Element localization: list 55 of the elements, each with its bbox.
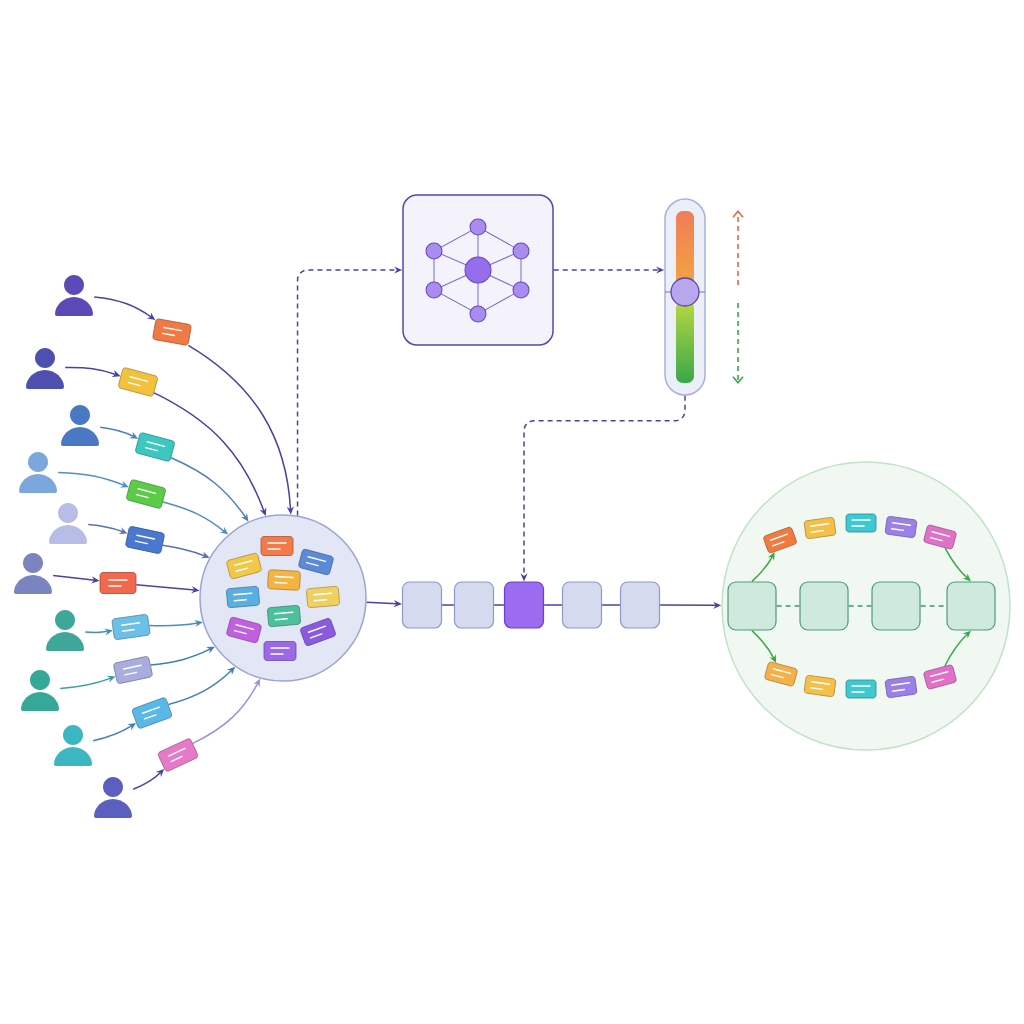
message-card — [845, 679, 877, 699]
network-box — [402, 194, 554, 346]
queue-box — [946, 581, 996, 631]
person-icon — [54, 725, 92, 766]
person-icon — [21, 670, 59, 711]
message-card — [118, 367, 158, 397]
slider — [664, 198, 706, 396]
queue-box — [619, 581, 661, 629]
message-card — [845, 513, 877, 533]
person-icon — [14, 553, 52, 594]
queue-box — [561, 581, 603, 629]
person-icon — [94, 777, 132, 818]
connector-line — [601, 604, 621, 606]
message-card — [300, 618, 336, 646]
person-icon — [46, 610, 84, 651]
queue-box — [799, 581, 849, 631]
message-card — [803, 517, 837, 539]
message-card — [113, 656, 153, 684]
connector-line — [493, 604, 505, 606]
message-card — [226, 552, 262, 580]
message-card — [923, 524, 957, 550]
message-card — [298, 548, 334, 576]
message-card — [135, 432, 175, 462]
connector-line — [775, 605, 801, 607]
person-icon — [61, 405, 99, 446]
arrow — [150, 646, 215, 666]
message-card — [884, 516, 918, 538]
connector-line — [441, 604, 455, 606]
message-card — [923, 664, 957, 690]
message-card — [131, 697, 173, 729]
message-card — [260, 536, 294, 556]
queue-box — [503, 581, 545, 629]
queue-box — [871, 581, 921, 631]
message-card — [884, 676, 918, 698]
message-card — [125, 526, 165, 554]
connector-line — [543, 604, 563, 606]
message-card — [263, 641, 297, 661]
person-icon — [19, 452, 57, 493]
message-card — [126, 479, 166, 509]
message-card — [763, 526, 797, 554]
person-icon — [55, 275, 93, 316]
connector-line — [847, 605, 873, 607]
message-card — [152, 318, 192, 346]
message-card — [226, 616, 262, 644]
queue-box — [727, 581, 777, 631]
arrow — [751, 629, 777, 663]
message-card — [157, 738, 199, 772]
queue-box — [401, 581, 443, 629]
message-card — [764, 661, 798, 687]
message-card — [803, 675, 837, 697]
message-card — [99, 572, 137, 594]
person-icon — [49, 503, 87, 544]
message-card — [111, 614, 151, 640]
person-icon — [26, 348, 64, 389]
queue-box — [453, 581, 495, 629]
